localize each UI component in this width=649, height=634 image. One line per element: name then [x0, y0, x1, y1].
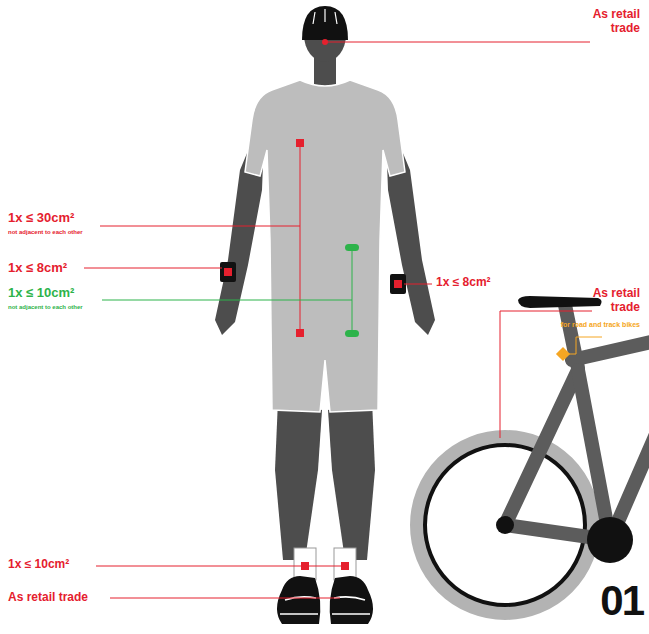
hub	[496, 516, 514, 534]
left-wristband	[220, 262, 236, 282]
shoe-straps	[280, 597, 370, 614]
sock-logo	[341, 562, 349, 570]
leader-line	[300, 143, 301, 333]
leader-line	[325, 42, 590, 43]
leader-line	[100, 226, 300, 227]
tire	[425, 445, 585, 605]
leader-line	[84, 268, 222, 269]
cyclist	[215, 6, 435, 624]
placement-label: As retail trade	[578, 8, 640, 36]
placement-note: not adjacent to each other	[8, 229, 83, 236]
wristband-logo	[394, 280, 402, 288]
leader-line	[500, 311, 592, 438]
left-sock	[294, 548, 316, 580]
page-number: 01	[600, 580, 643, 622]
left-shoe	[277, 576, 320, 624]
leader-line	[96, 566, 341, 567]
leader-lines	[84, 42, 602, 598]
leader-line	[568, 337, 602, 354]
leader-line	[110, 598, 340, 599]
leader-line	[404, 284, 432, 285]
skinsuit	[245, 80, 405, 412]
helmet	[302, 6, 348, 40]
wristband-logo	[224, 268, 232, 276]
leader-line	[102, 300, 352, 301]
size-limit: 1x ≤ 30cm²	[8, 211, 74, 226]
size-limit: 1x ≤ 10cm²	[8, 286, 74, 301]
placement-note: not adjacent to each other	[8, 304, 83, 311]
size-limit: 1x ≤ 8cm²	[436, 276, 491, 290]
right-shoe	[330, 576, 373, 624]
right-wristband	[390, 274, 406, 294]
frame-sticker	[556, 347, 570, 361]
leader-line	[352, 248, 353, 333]
size-limit: 1x ≤ 10cm²	[8, 558, 69, 572]
size-limit: 1x ≤ 8cm²	[8, 261, 67, 276]
wheel-rim	[417, 437, 593, 613]
helmet-vents	[313, 9, 337, 24]
saddle	[518, 296, 602, 308]
placement-note: for road and track bikes	[561, 321, 640, 329]
placement-label: As retail trade	[8, 591, 88, 605]
right-sock	[334, 548, 356, 580]
left-leg	[275, 400, 322, 560]
bike-frame	[505, 305, 649, 540]
right-leg	[328, 400, 375, 560]
chainring	[587, 517, 633, 563]
bike	[417, 296, 649, 613]
placement-label: As retail trade	[578, 287, 640, 315]
